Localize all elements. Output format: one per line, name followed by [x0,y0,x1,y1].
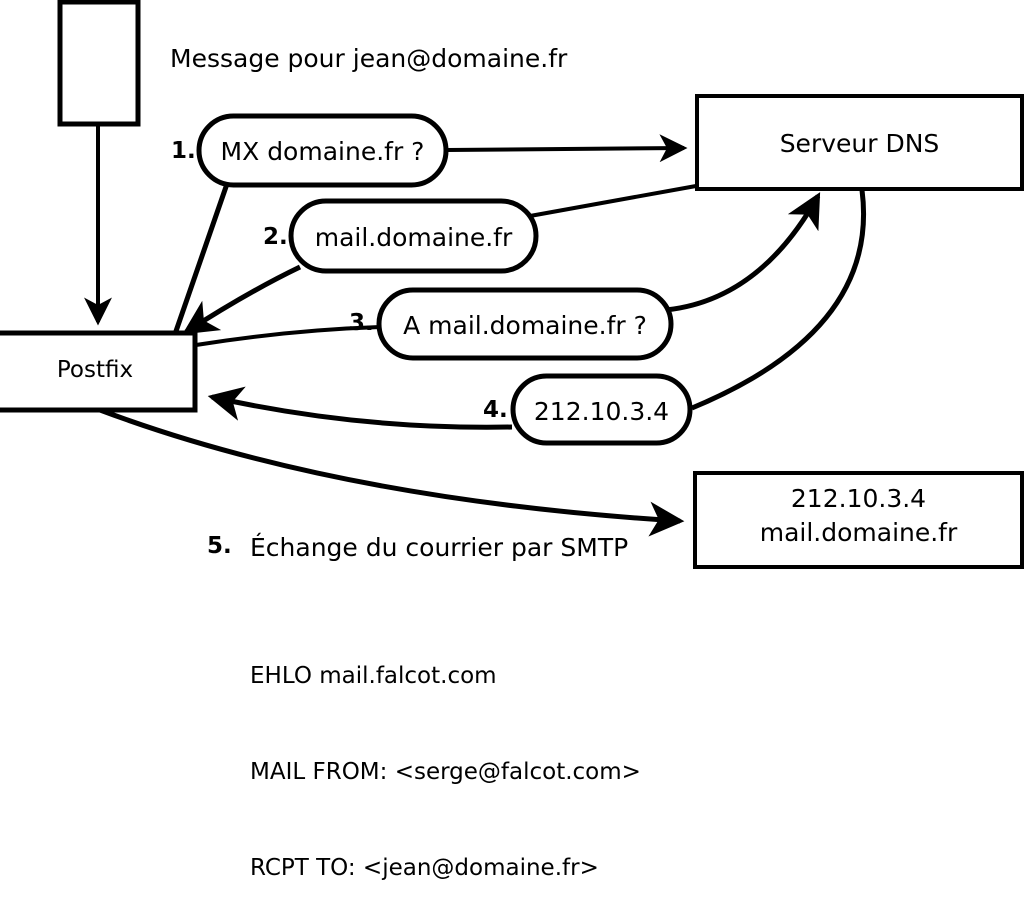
postfix-box[interactable] [0,330,198,413]
line-postfix-to-step3 [195,325,381,347]
arrow-step4-to-postfix [207,386,513,430]
step-bubble-3-label: A mail.domaine.fr ? [403,311,647,340]
postfix-label: Postfix [56,357,134,383]
line-dns-to-step4 [691,189,866,411]
dns-server-box[interactable] [695,94,1024,191]
step-bubble-4[interactable] [510,373,693,446]
step-number-2: 2. [263,224,288,250]
mail-server-host-label: mail.domaine.fr [759,518,958,547]
step-bubble-2-label: mail.domaine.fr [314,223,513,252]
step-bubble-1-label: MX domaine.fr ? [220,137,425,166]
mail-server-box[interactable] [693,471,1024,569]
dns-server-label: Serveur DNS [779,129,940,158]
smtp-line: EHLO mail.falcot.com [250,663,497,689]
step-number-5: 5. [207,533,232,559]
step-bubble-1[interactable] [196,113,449,188]
arrow-step3-to-dns [665,192,821,313]
step-bubble-4-label: 212.10.3.4 [533,397,670,426]
step-bubble-3[interactable] [376,287,674,361]
mail-server-ip-label: 212.10.3.4 [790,484,927,513]
step-bubble-2[interactable] [288,198,539,274]
client-box[interactable] [57,0,141,127]
step-number-1: 1. [171,138,196,164]
arrow-step2-to-postfix [182,264,302,335]
line-dns-to-step2 [529,184,697,218]
arrow-step1-to-dns [446,134,688,163]
smtp-line: RCPT TO: <jean@domaine.fr> [250,855,599,881]
message-note: Message pour jean@domaine.fr [170,44,568,73]
step5-caption: Échange du courrier par SMTP [250,533,629,562]
arrow-step5-to-mailserver [99,407,685,537]
step-number-3: 3. [349,310,374,336]
step-number-4: 4. [483,397,508,423]
smtp-line: MAIL FROM: <serge@falcot.com> [250,759,641,785]
smtp-transcript: EHLO mail.falcot.com MAIL FROM: <serge@f… [250,596,641,919]
